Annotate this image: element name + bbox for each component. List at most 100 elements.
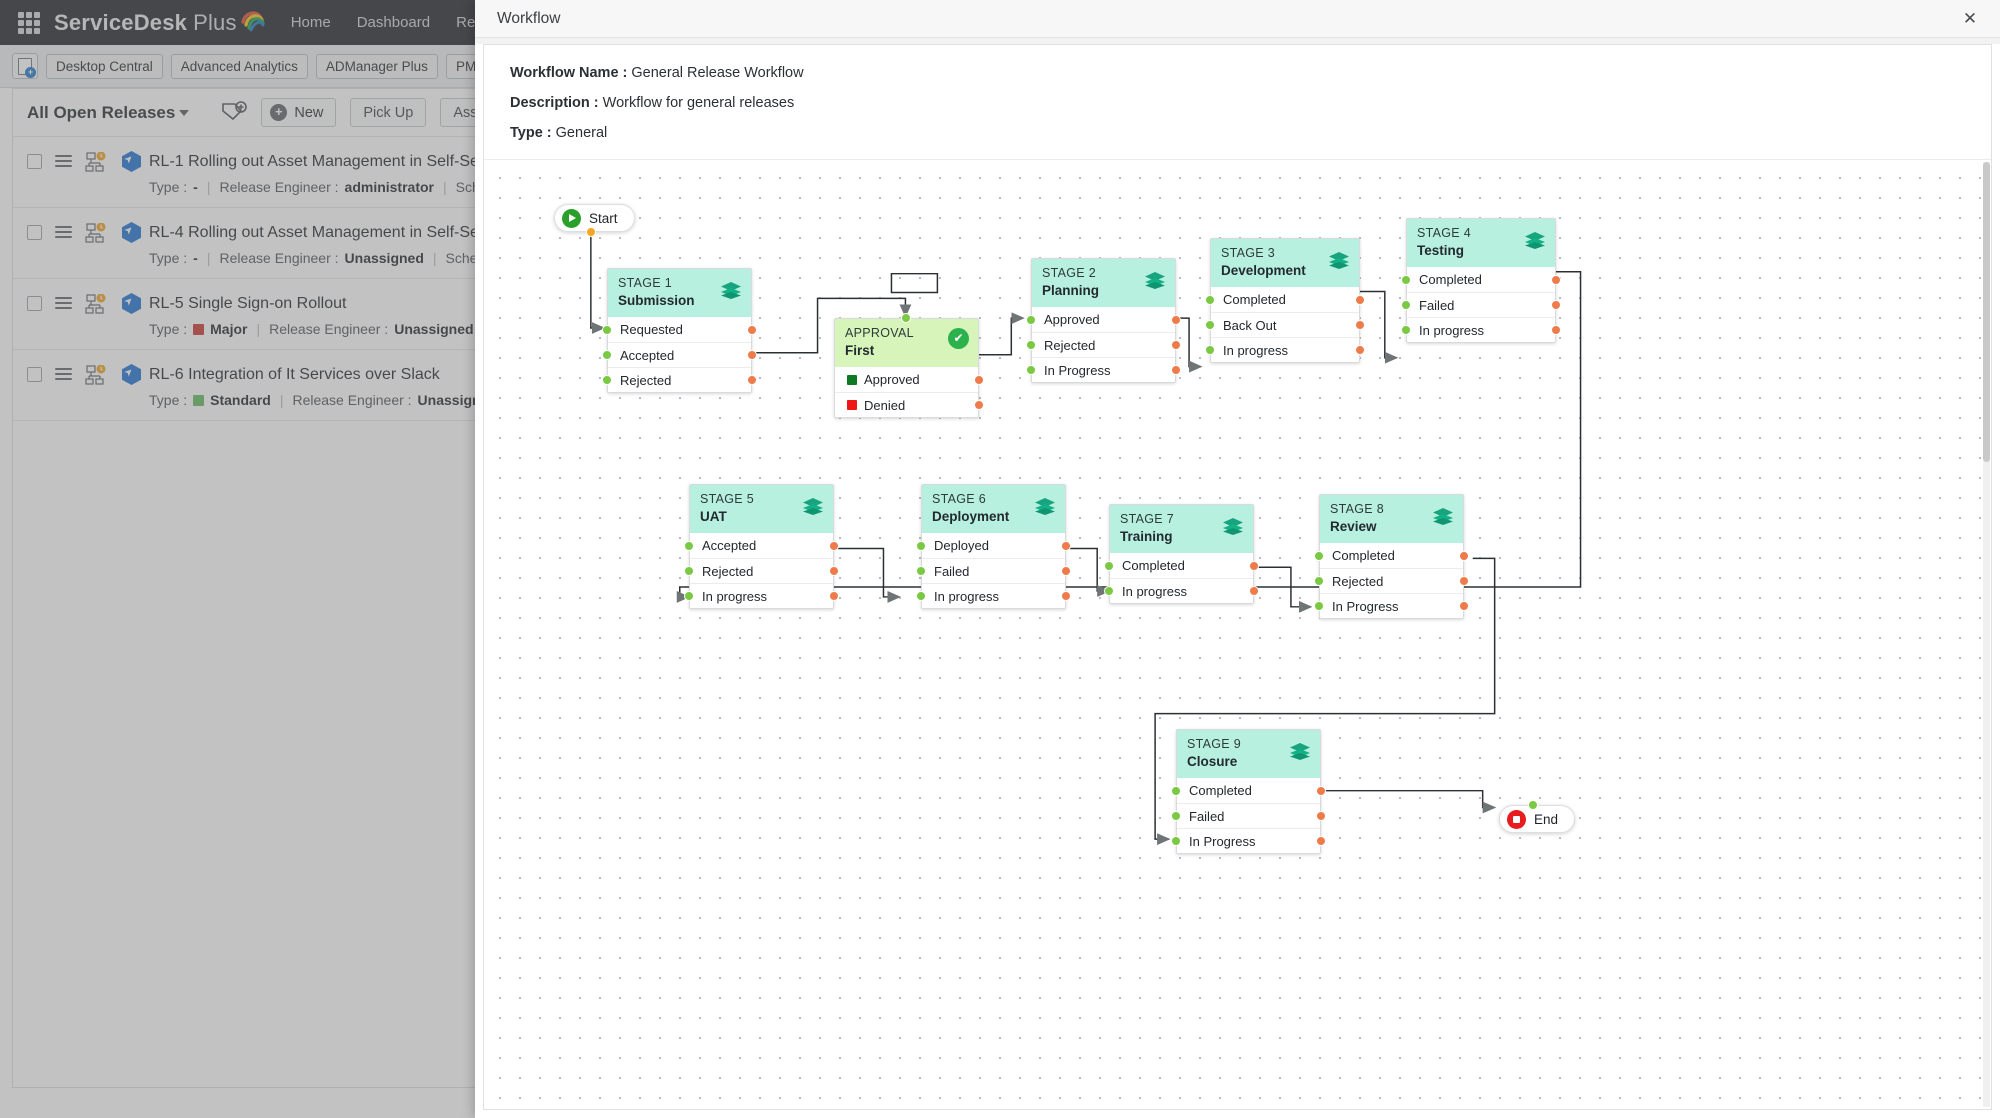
end-input-port[interactable]: [1528, 800, 1538, 810]
nav-dashboard[interactable]: Dashboard: [356, 14, 431, 31]
output-port[interactable]: [1316, 836, 1326, 846]
release-title[interactable]: RL-1 Rolling out Asset Management in Sel…: [149, 152, 543, 170]
output-port[interactable]: [1061, 566, 1071, 576]
node-row[interactable]: Failed: [916, 558, 1071, 583]
input-port[interactable]: [1171, 836, 1181, 846]
node-stage1[interactable]: STAGE 1 Submission Requested: [602, 268, 757, 393]
row-checkbox[interactable]: [27, 225, 42, 240]
output-port[interactable]: [1459, 601, 1469, 611]
new-button[interactable]: + New: [261, 98, 337, 127]
output-port[interactable]: [1459, 550, 1469, 561]
output-port[interactable]: [1459, 576, 1469, 586]
node-row[interactable]: Approved: [835, 367, 984, 392]
input-port[interactable]: [916, 566, 926, 576]
workflow-tree-icon[interactable]: [85, 222, 109, 245]
node-row[interactable]: Rejected: [1026, 332, 1181, 357]
row-checkbox[interactable]: [27, 367, 42, 382]
start-output-port[interactable]: [586, 227, 596, 237]
approval-input-port[interactable]: [901, 313, 911, 323]
input-port[interactable]: [916, 540, 926, 551]
output-port[interactable]: [747, 350, 757, 360]
chip-desktop-central[interactable]: Desktop Central: [46, 53, 163, 79]
brand-logo[interactable]: ServiceDesk Plus: [54, 10, 265, 36]
node-row[interactable]: In progress: [1104, 578, 1259, 603]
input-port[interactable]: [1401, 274, 1411, 285]
input-port[interactable]: [1401, 325, 1411, 335]
input-port[interactable]: [1171, 811, 1181, 821]
workflow-canvas[interactable]: Start STAGE 1 Submission: [484, 159, 1991, 1109]
node-stage5[interactable]: STAGE 5 UAT Accepted: [684, 484, 839, 609]
node-row[interactable]: Completed: [1401, 267, 1561, 292]
node-row[interactable]: Accepted: [602, 342, 757, 367]
output-port[interactable]: [1061, 591, 1071, 601]
output-port[interactable]: [1171, 340, 1181, 350]
new-document-icon[interactable]: [12, 53, 38, 79]
workflow-tree-icon[interactable]: [85, 293, 109, 316]
view-selector[interactable]: All Open Releases: [27, 103, 190, 123]
output-port[interactable]: [1551, 325, 1561, 335]
input-port[interactable]: [1314, 550, 1324, 561]
node-row[interactable]: Deployed: [916, 533, 1071, 558]
grid-apps-icon[interactable]: [18, 11, 40, 34]
node-row[interactable]: Accepted: [684, 533, 839, 558]
input-port[interactable]: [1171, 785, 1181, 796]
chip-advanced-analytics[interactable]: Advanced Analytics: [170, 53, 308, 79]
input-port[interactable]: [1314, 601, 1324, 611]
node-row[interactable]: Rejected: [602, 367, 757, 392]
output-port[interactable]: [1171, 365, 1181, 375]
input-port[interactable]: [1104, 586, 1114, 596]
end-node[interactable]: End: [1499, 805, 1576, 833]
input-port[interactable]: [1205, 345, 1215, 355]
output-port[interactable]: [1249, 560, 1259, 571]
row-menu-icon[interactable]: [55, 368, 72, 408]
node-row[interactable]: Approved: [1026, 307, 1181, 332]
output-port[interactable]: [829, 591, 839, 601]
node-row[interactable]: Failed: [1171, 803, 1326, 828]
node-row[interactable]: Requested: [602, 317, 757, 342]
table-row[interactable]: RL-4 Rolling out Asset Management in Sel…: [13, 208, 1611, 279]
input-port[interactable]: [684, 591, 694, 601]
input-port[interactable]: [916, 591, 926, 601]
node-row[interactable]: Completed: [1171, 778, 1326, 803]
node-stage8[interactable]: STAGE 8 Review Completed: [1314, 494, 1469, 619]
input-port[interactable]: [1026, 340, 1036, 350]
output-port[interactable]: [829, 566, 839, 576]
output-port[interactable]: [1551, 274, 1561, 285]
release-title[interactable]: RL-6 Integration of It Services over Sla…: [149, 365, 440, 383]
input-port[interactable]: [1205, 294, 1215, 305]
pick-up-button[interactable]: Pick Up: [350, 98, 427, 127]
input-port[interactable]: [1401, 300, 1411, 310]
node-row[interactable]: Completed: [1314, 543, 1469, 568]
close-icon[interactable]: ✕: [1962, 8, 1978, 28]
workflow-tree-icon[interactable]: [85, 364, 109, 387]
input-port[interactable]: [1314, 576, 1324, 586]
output-port[interactable]: [974, 400, 984, 410]
input-port[interactable]: [1026, 365, 1036, 375]
input-port[interactable]: [1026, 314, 1036, 325]
node-stage3[interactable]: STAGE 3 Development Completed: [1205, 238, 1365, 363]
output-port[interactable]: [974, 374, 984, 385]
node-row[interactable]: Failed: [1401, 292, 1561, 317]
input-port[interactable]: [1205, 320, 1215, 330]
node-row[interactable]: In Progress: [1171, 828, 1326, 853]
node-row[interactable]: Rejected: [684, 558, 839, 583]
node-row[interactable]: In progress: [684, 583, 839, 608]
node-stage7[interactable]: STAGE 7 Training Completed: [1104, 504, 1259, 604]
output-port[interactable]: [1316, 811, 1326, 821]
output-port[interactable]: [1355, 345, 1365, 355]
node-row[interactable]: Back Out: [1205, 312, 1365, 337]
canvas-vertical-scrollbar[interactable]: [1983, 162, 1990, 1107]
tag-add-icon[interactable]: [221, 100, 248, 125]
nav-home[interactable]: Home: [290, 14, 331, 31]
input-port[interactable]: [684, 540, 694, 551]
row-checkbox[interactable]: [27, 296, 42, 311]
release-title[interactable]: RL-4 Rolling out Asset Management in Sel…: [149, 223, 543, 241]
node-stage9[interactable]: STAGE 9 Closure Completed: [1171, 729, 1326, 854]
node-approval[interactable]: APPROVAL First ✔ Approved Denied: [834, 318, 984, 418]
node-row[interactable]: In progress: [1205, 337, 1365, 362]
node-stage2[interactable]: STAGE 2 Planning Approved: [1026, 258, 1181, 383]
chip-admanager-plus[interactable]: ADManager Plus: [315, 53, 438, 79]
input-port[interactable]: [684, 566, 694, 576]
output-port[interactable]: [1061, 540, 1071, 551]
node-row[interactable]: In Progress: [1314, 593, 1469, 618]
